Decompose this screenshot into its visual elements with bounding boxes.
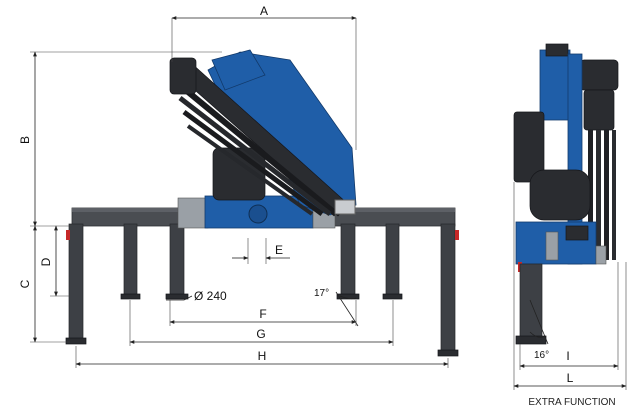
rear-boom [539,49,571,121]
foot-diameter-label: Ø 240 [194,289,227,303]
extra-function-caption: EXTRA FUNCTION [528,397,615,408]
dim-label-b: B [18,136,32,144]
dim-label-c: C [18,279,32,288]
rear-column [529,169,591,221]
base-housing [177,197,209,229]
dim-label-i: I [566,349,569,363]
dim-label-h: H [258,349,267,363]
dim-label-e: E [275,243,283,257]
boom-head [169,57,197,95]
rear-cylinders [588,130,616,260]
rear-view-dimensions: 16° I L EXTRA FUNCTION [513,182,627,408]
rear-angle-label: 16° [534,350,549,361]
dim-label-d: D [39,257,53,266]
outrigger-legs [65,223,459,357]
side-view-dimensions: A B C D E Ø 240 17° F [18,4,449,368]
dim-label-a: A [260,4,268,18]
side-view-crane [65,49,459,357]
extension-boom [171,61,349,217]
dim-label-g: G [256,327,265,341]
rear-view-crane [513,43,619,345]
dim-label-f: F [259,307,266,321]
dim-label-l: L [567,371,574,385]
side-angle-label: 17° [314,288,329,299]
